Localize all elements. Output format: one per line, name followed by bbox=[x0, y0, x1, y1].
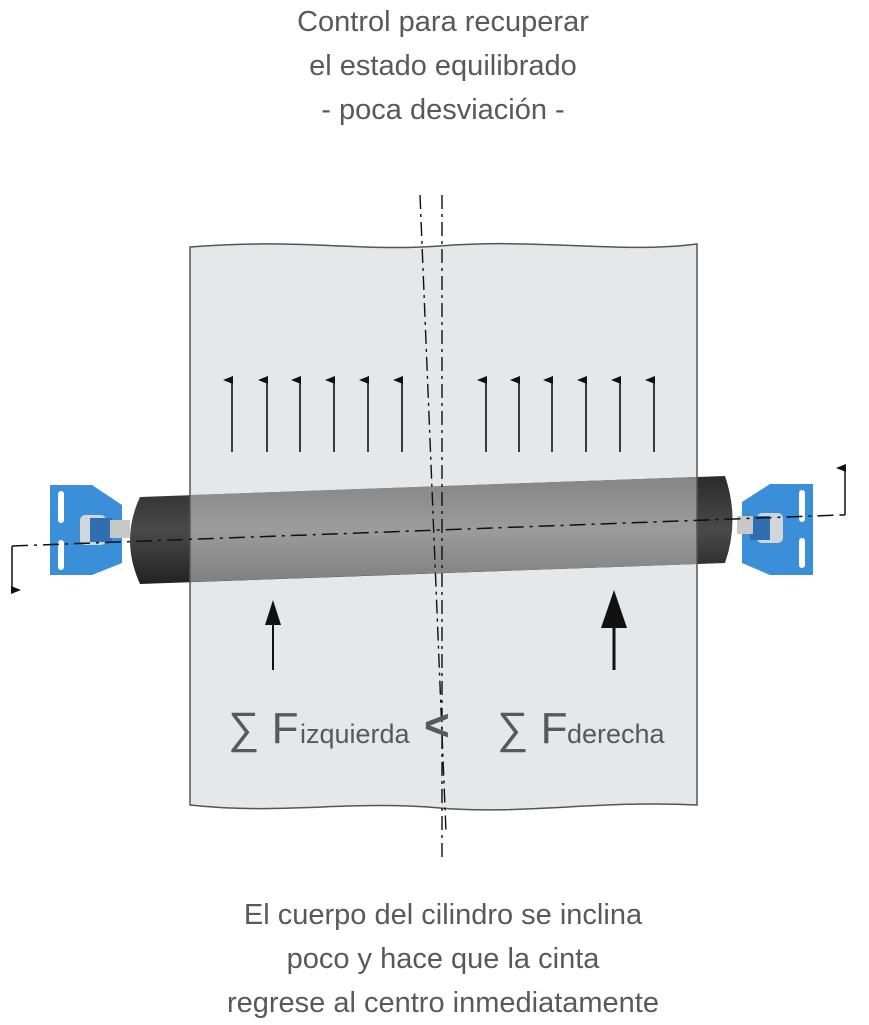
description-line-3: regrese al centro inmediatamente bbox=[226, 987, 659, 1019]
right-sum-symbol: ∑ F bbox=[497, 704, 567, 753]
description: El cuerpo del cilindro se inclina poco y… bbox=[0, 893, 869, 1025]
force-arrows bbox=[265, 590, 627, 670]
roller-axis bbox=[11, 464, 846, 594]
description-line-1: El cuerpo del cilindro se inclina bbox=[243, 899, 643, 931]
right-subscript: derecha bbox=[567, 719, 666, 749]
description-line-2: poco y hace que la cinta bbox=[286, 943, 600, 975]
right-bracket bbox=[737, 484, 813, 575]
title-line-3: - poca desviación - bbox=[321, 94, 565, 126]
title: Control para recuperar el estado equilib… bbox=[0, 0, 869, 132]
comparison-operator: < bbox=[424, 701, 450, 750]
tilted-centerline bbox=[419, 194, 447, 833]
roller-under-belt bbox=[190, 477, 697, 582]
centerlines bbox=[419, 194, 447, 858]
title-line-2: el estado equilibrado bbox=[309, 50, 577, 82]
left-sum-symbol: ∑ F bbox=[228, 704, 298, 753]
left-subscript: izquierda bbox=[300, 719, 411, 749]
belt-motion-arrows bbox=[223, 376, 655, 452]
force-formula: ∑ F izquierda < ∑ F derecha bbox=[228, 701, 666, 753]
title-line-1: Control para recuperar bbox=[297, 6, 589, 38]
left-bracket bbox=[50, 485, 130, 575]
